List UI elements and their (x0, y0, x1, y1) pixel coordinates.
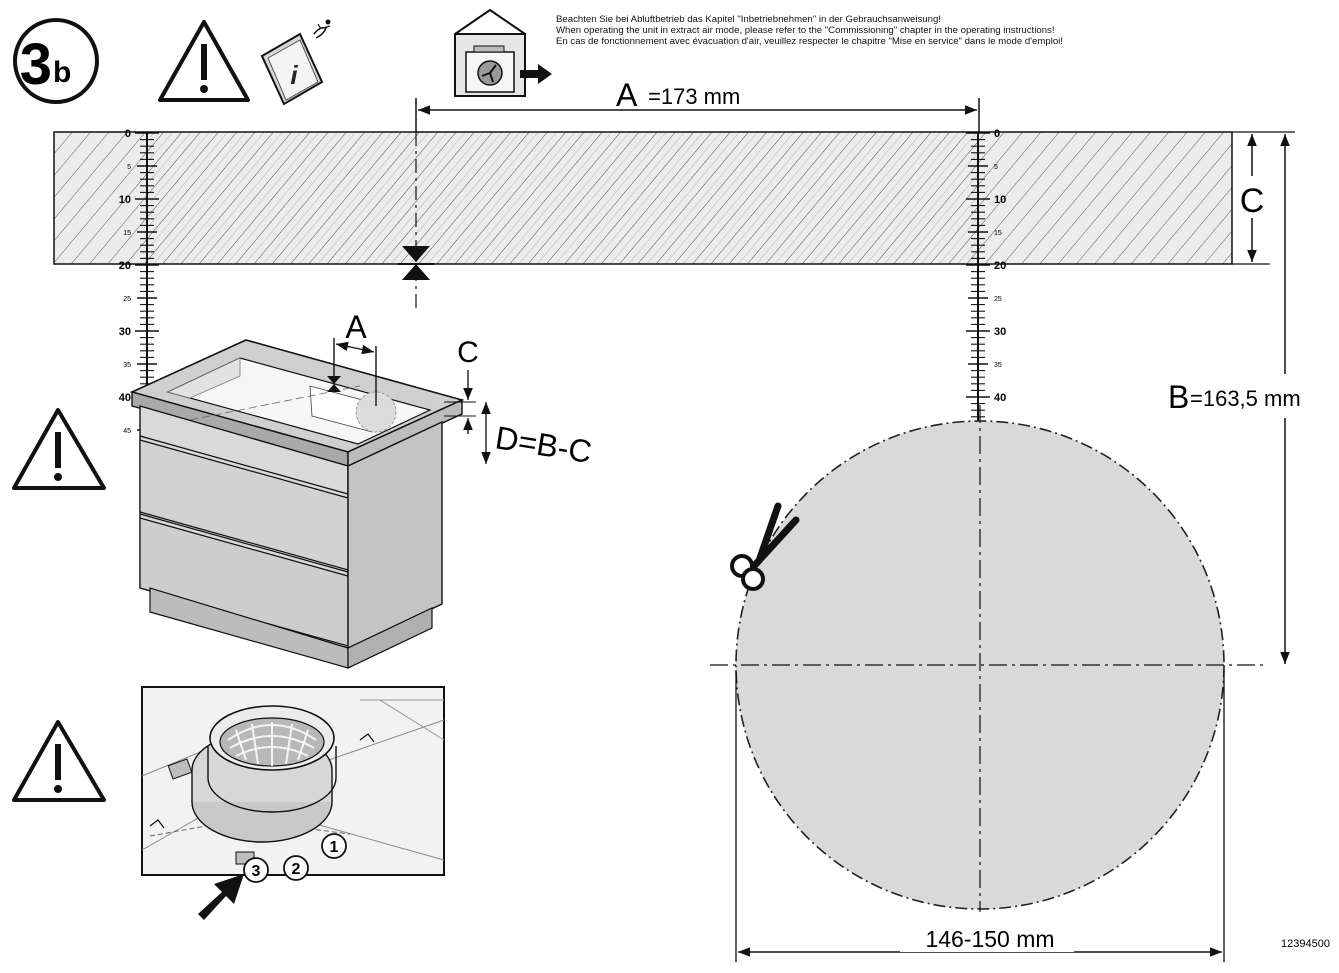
ruler-right-tick-label: 25 (994, 296, 1002, 303)
notice-line-en: When operating the unit in extract air m… (556, 25, 1055, 37)
notice-line-de: Beachten Sie bei Abluftbetrieb das Kapit… (556, 14, 941, 25)
installation-detail-inset: 1 2 3 (141, 686, 445, 883)
step-marker-1: 1 (321, 833, 347, 859)
step-number: 3 (20, 32, 52, 97)
document-number: 12394500 (1281, 938, 1330, 950)
dimension-b-letter: B (1168, 379, 1189, 415)
ruler-right-tick-label: 0 (994, 128, 1000, 140)
ruler-right-tick-label: 40 (994, 392, 1006, 404)
ruler-left-tick-label: 5 (127, 164, 131, 171)
cabinet-illustration: A C D=B-C (129, 309, 594, 669)
ruler-left-tick-label: 40 (119, 392, 131, 404)
ruler-left-tick-label: 10 (119, 194, 131, 206)
warning-icon (12, 720, 106, 802)
ruler-left-tick-label: 0 (125, 128, 131, 140)
ruler-right-tick-label: 10 (994, 194, 1006, 206)
dimension-b: B =163,5 mm (1168, 134, 1338, 664)
extract-air-house-icon (454, 8, 552, 97)
step-marker-1-label: 1 (330, 839, 339, 856)
ruler-left-tick-label: 45 (123, 428, 131, 435)
dimension-c-label: C (1240, 182, 1265, 220)
ruler-right-tick-label: 20 (994, 260, 1006, 272)
notice-line-fr: En cas de fonctionnement avec évacuation… (556, 36, 1063, 48)
step-marker-2: 2 (283, 855, 309, 881)
dimension-a: A =173 mm (415, 77, 980, 132)
cabinet-label-c: C (457, 336, 479, 369)
dimension-a-value: =173 mm (648, 84, 740, 109)
info-letter: i (290, 60, 298, 90)
ruler-right-tick-label: 15 (994, 230, 1002, 237)
ruler-right-tick-label: 35 (994, 362, 1002, 369)
step-suffix: b (53, 56, 71, 89)
centre-marker (398, 132, 434, 310)
ruler-left-tick-label: 30 (119, 326, 131, 338)
cutout-circle (710, 405, 1268, 912)
ruler-left-tick-label: 35 (123, 362, 131, 369)
step-marker-3: 3 (243, 857, 269, 883)
ruler-left-tick-label: 20 (119, 260, 131, 272)
dimension-diameter: 146-150 mm (735, 670, 1225, 962)
warning-icon (12, 408, 106, 490)
step-badge: 3 b (13, 18, 99, 104)
dimension-c: C (1238, 134, 1266, 262)
scissors-icon (730, 502, 800, 591)
dimension-a-letter: A (616, 77, 638, 113)
dimension-diameter-value: 146-150 mm (925, 926, 1054, 952)
step-marker-3-label: 3 (252, 863, 261, 880)
pointer-arrow-icon (198, 874, 244, 920)
extract-air-notice: Beachten Sie bei Abluftbetrieb das Kapit… (556, 14, 1316, 48)
step-marker-2-label: 2 (292, 861, 301, 878)
cabinet-label-d-formula: D=B-C (493, 419, 594, 470)
warning-icon (158, 20, 250, 102)
ruler-right-tick-label: 5 (994, 164, 998, 171)
ruler-left-tick-label: 15 (123, 230, 131, 237)
ruler-right-tick-label: 30 (994, 326, 1006, 338)
info-booklet-icon: i (260, 19, 331, 106)
template-strip (53, 131, 1295, 265)
dimension-b-value: =163,5 mm (1190, 386, 1301, 411)
cabinet-label-a: A (345, 309, 367, 345)
ruler-left-tick-label: 25 (123, 296, 131, 303)
